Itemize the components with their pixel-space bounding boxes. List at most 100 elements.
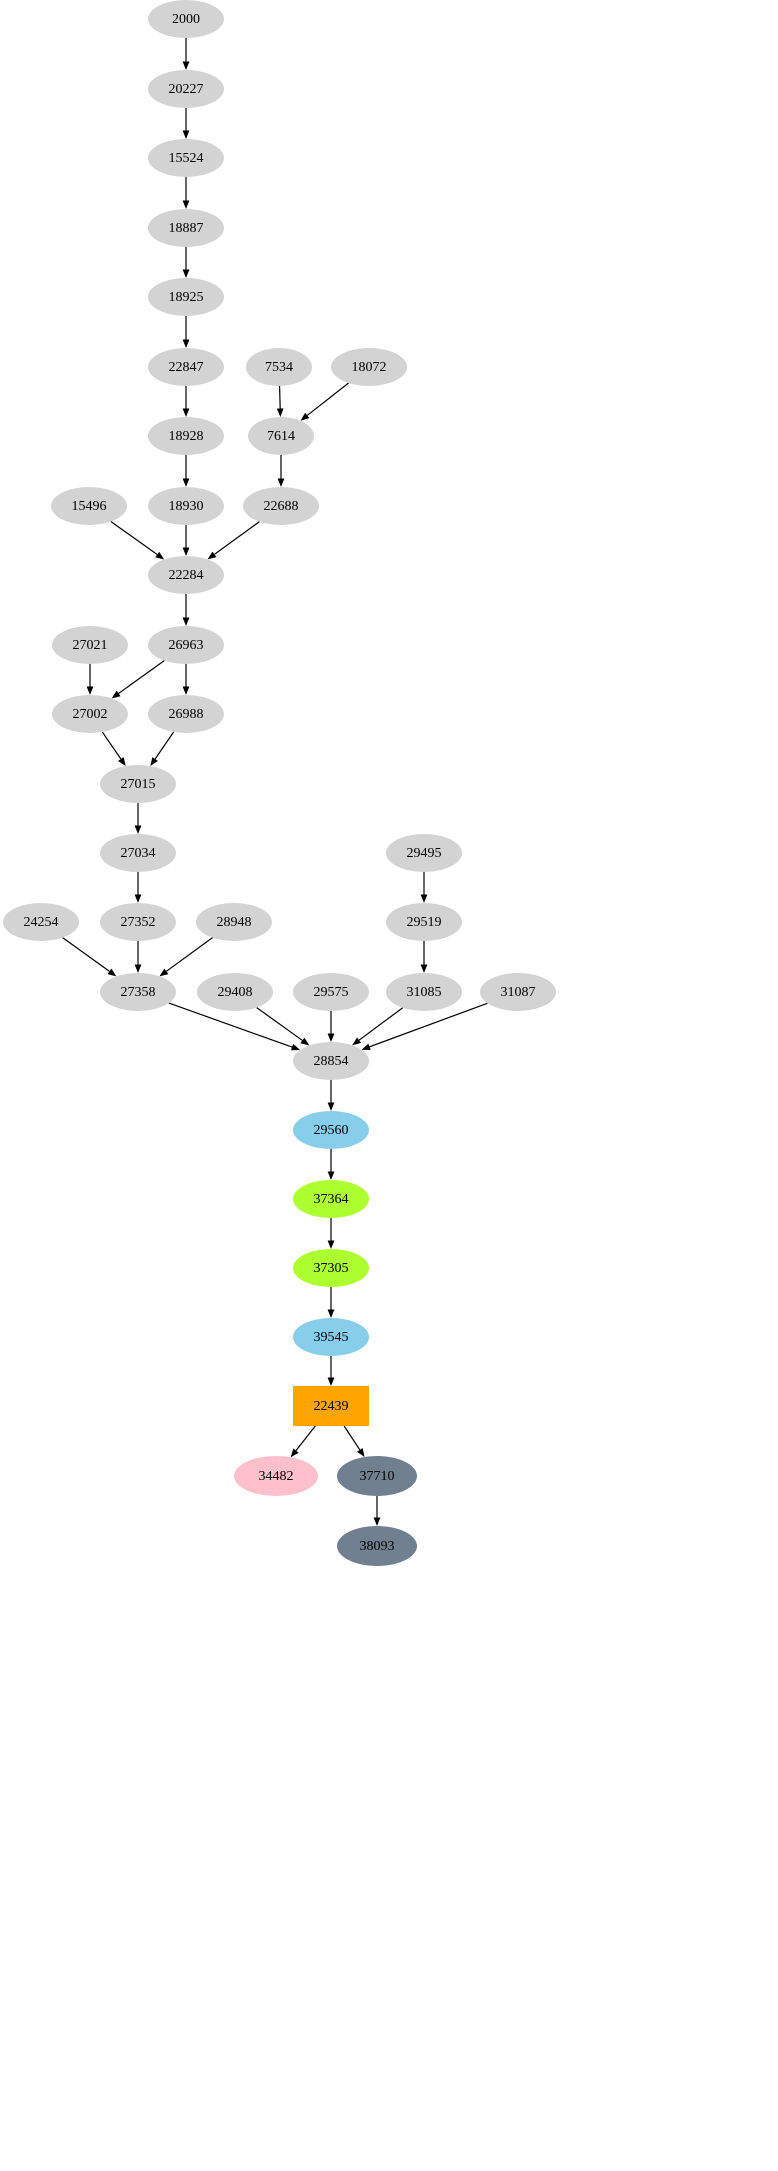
graph-node-18072[interactable]: 18072 xyxy=(331,348,407,386)
arrowhead-icon xyxy=(290,1043,301,1051)
node-shape-24254[interactable] xyxy=(3,903,79,941)
graph-node-18928[interactable]: 18928 xyxy=(148,417,224,455)
edge-27002-to-27015 xyxy=(101,731,122,760)
graph-node-39545[interactable]: 39545 xyxy=(293,1318,369,1356)
node-shape-37305[interactable] xyxy=(293,1249,369,1287)
node-shape-27015[interactable] xyxy=(100,765,176,803)
graph-node-29495[interactable]: 29495 xyxy=(386,834,462,872)
arrowhead-icon xyxy=(276,408,284,417)
graph-node-28854[interactable]: 28854 xyxy=(293,1042,369,1080)
graph-node-18925[interactable]: 18925 xyxy=(148,278,224,316)
node-shape-18925[interactable] xyxy=(148,278,224,316)
edge-26988-to-27015 xyxy=(154,731,175,760)
node-shape-28948[interactable] xyxy=(196,903,272,941)
node-shape-29495[interactable] xyxy=(386,834,462,872)
node-shape-20227[interactable] xyxy=(148,70,224,108)
node-shape-22284[interactable] xyxy=(148,556,224,594)
graph-node-22284[interactable]: 22284 xyxy=(148,556,224,594)
node-shape-38093[interactable] xyxy=(337,1526,417,1566)
graph-node-7534[interactable]: 7534 xyxy=(246,348,312,386)
arrowhead-icon xyxy=(327,1171,335,1180)
graph-node-29519[interactable]: 29519 xyxy=(386,903,462,941)
graph-node-37364[interactable]: 37364 xyxy=(293,1180,369,1218)
node-shape-18072[interactable] xyxy=(331,348,407,386)
arrowhead-icon xyxy=(182,408,190,417)
graph-node-20227[interactable]: 20227 xyxy=(148,70,224,108)
node-shape-18887[interactable] xyxy=(148,209,224,247)
arrowhead-icon xyxy=(86,686,94,695)
graph-node-27002[interactable]: 27002 xyxy=(52,695,128,733)
node-shape-27358[interactable] xyxy=(100,973,176,1011)
graph-node-2000[interactable]: 2000 xyxy=(148,0,224,38)
graph-node-26963[interactable]: 26963 xyxy=(148,626,224,664)
node-shape-18930[interactable] xyxy=(148,487,224,525)
edge-24254-to-27358 xyxy=(62,937,110,972)
node-shape-28854[interactable] xyxy=(293,1042,369,1080)
graph-node-24254[interactable]: 24254 xyxy=(3,903,79,941)
arrowhead-icon xyxy=(357,1448,365,1457)
arrowhead-icon xyxy=(327,1240,335,1249)
edge-7534-to-7614 xyxy=(278,385,281,409)
graph-node-31087[interactable]: 31087 xyxy=(480,973,556,1011)
graph-node-15524[interactable]: 15524 xyxy=(148,139,224,177)
arrowhead-icon xyxy=(327,1309,335,1318)
arrowhead-icon xyxy=(327,1377,335,1386)
node-shape-7614[interactable] xyxy=(248,417,314,455)
node-shape-7534[interactable] xyxy=(246,348,312,386)
graph-node-31085[interactable]: 31085 xyxy=(386,973,462,1011)
node-shape-29519[interactable] xyxy=(386,903,462,941)
node-shape-22688[interactable] xyxy=(243,487,319,525)
graph-node-22847[interactable]: 22847 xyxy=(148,348,224,386)
graph-node-27015[interactable]: 27015 xyxy=(100,765,176,803)
graph-node-27021[interactable]: 27021 xyxy=(52,626,128,664)
graph-node-37305[interactable]: 37305 xyxy=(293,1249,369,1287)
arrowhead-icon xyxy=(182,200,190,209)
graph-node-29560[interactable]: 29560 xyxy=(293,1111,369,1149)
node-shape-29560[interactable] xyxy=(293,1111,369,1149)
graph-node-27358[interactable]: 27358 xyxy=(100,973,176,1011)
arrowhead-icon xyxy=(182,617,190,626)
graph-node-18887[interactable]: 18887 xyxy=(148,209,224,247)
node-shape-27034[interactable] xyxy=(100,834,176,872)
node-shape-2000[interactable] xyxy=(148,0,224,38)
node-shape-31085[interactable] xyxy=(386,973,462,1011)
edges-layer xyxy=(62,38,488,1526)
graph-node-22688[interactable]: 22688 xyxy=(243,487,319,525)
graph-node-22439[interactable]: 22439 xyxy=(293,1386,369,1426)
graph-node-38093[interactable]: 38093 xyxy=(337,1526,417,1566)
node-shape-26988[interactable] xyxy=(148,695,224,733)
graph-node-7614[interactable]: 7614 xyxy=(248,417,314,455)
graph-node-37710[interactable]: 37710 xyxy=(337,1456,417,1496)
node-shape-27002[interactable] xyxy=(52,695,128,733)
node-shape-22847[interactable] xyxy=(148,348,224,386)
node-shape-15496[interactable] xyxy=(51,487,127,525)
node-shape-29575[interactable] xyxy=(293,973,369,1011)
node-shape-34482[interactable] xyxy=(234,1456,318,1496)
arrowhead-icon xyxy=(182,130,190,139)
graph-node-27352[interactable]: 27352 xyxy=(100,903,176,941)
node-shape-27352[interactable] xyxy=(100,903,176,941)
node-shape-39545[interactable] xyxy=(293,1318,369,1356)
node-shape-22439[interactable] xyxy=(293,1386,369,1426)
graph-node-34482[interactable]: 34482 xyxy=(234,1456,318,1496)
arrowhead-icon xyxy=(134,894,142,903)
edge-31085-to-28854 xyxy=(358,1007,404,1041)
node-shape-18928[interactable] xyxy=(148,417,224,455)
node-shape-27021[interactable] xyxy=(52,626,128,664)
graph-node-26988[interactable]: 26988 xyxy=(148,695,224,733)
graph-node-28948[interactable]: 28948 xyxy=(196,903,272,941)
graph-node-18930[interactable]: 18930 xyxy=(148,487,224,525)
node-shape-15524[interactable] xyxy=(148,139,224,177)
arrowhead-icon xyxy=(134,964,142,973)
graph-node-29575[interactable]: 29575 xyxy=(293,973,369,1011)
node-shape-29408[interactable] xyxy=(197,973,273,1011)
node-shape-26963[interactable] xyxy=(148,626,224,664)
arrowhead-icon xyxy=(111,690,121,699)
node-shape-31087[interactable] xyxy=(480,973,556,1011)
node-shape-37710[interactable] xyxy=(337,1456,417,1496)
graph-node-29408[interactable]: 29408 xyxy=(197,973,273,1011)
graph-node-15496[interactable]: 15496 xyxy=(51,487,127,525)
graph-node-27034[interactable]: 27034 xyxy=(100,834,176,872)
node-shape-37364[interactable] xyxy=(293,1180,369,1218)
